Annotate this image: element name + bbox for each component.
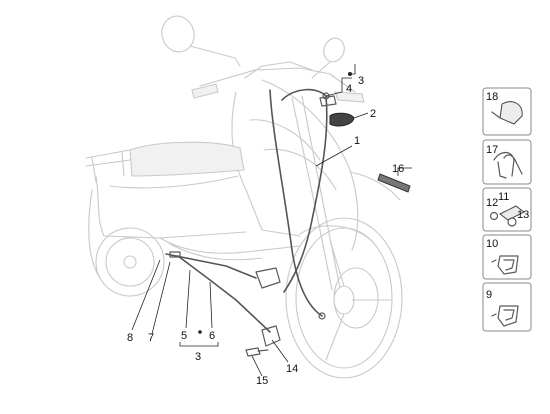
small-parts xyxy=(198,72,411,357)
callout-7: 7 xyxy=(148,332,154,344)
detail-box-18: 18 xyxy=(482,87,532,136)
callout-5: 5 xyxy=(181,330,187,342)
callout-2: 2 xyxy=(370,108,376,120)
box-label-9: 9 xyxy=(486,289,492,301)
box-label-11: 11 xyxy=(498,191,509,203)
callout-3-bottom: 3 xyxy=(195,351,201,363)
box-label-18: 18 xyxy=(486,91,498,103)
box-label-17: 17 xyxy=(486,144,498,156)
callout-3-top: 3 xyxy=(358,75,364,87)
detail-box-9: 9 xyxy=(482,282,532,332)
callout-16: 16 xyxy=(392,163,404,175)
cables xyxy=(165,88,330,333)
leader-lines xyxy=(131,64,412,377)
detail-box-10: 10 xyxy=(482,234,532,280)
callout-8: 8 xyxy=(127,332,133,344)
box-label-12: 12 xyxy=(486,197,498,209)
detail-box-11-12-13: 11 12 13 xyxy=(482,187,532,232)
callout-14: 14 xyxy=(286,363,298,375)
callout-labels: 3 4 2 1 16 8 7 5 6 3 14 15 xyxy=(127,75,404,387)
callout-6: 6 xyxy=(209,330,215,342)
detail-box-17: 17 xyxy=(482,139,532,185)
callout-4: 4 xyxy=(346,83,352,95)
callout-15: 15 xyxy=(256,375,268,387)
box-label-10: 10 xyxy=(486,238,498,250)
callout-1: 1 xyxy=(354,135,360,147)
scooter-outline xyxy=(85,15,403,379)
box-label-13: 13 xyxy=(517,209,529,221)
